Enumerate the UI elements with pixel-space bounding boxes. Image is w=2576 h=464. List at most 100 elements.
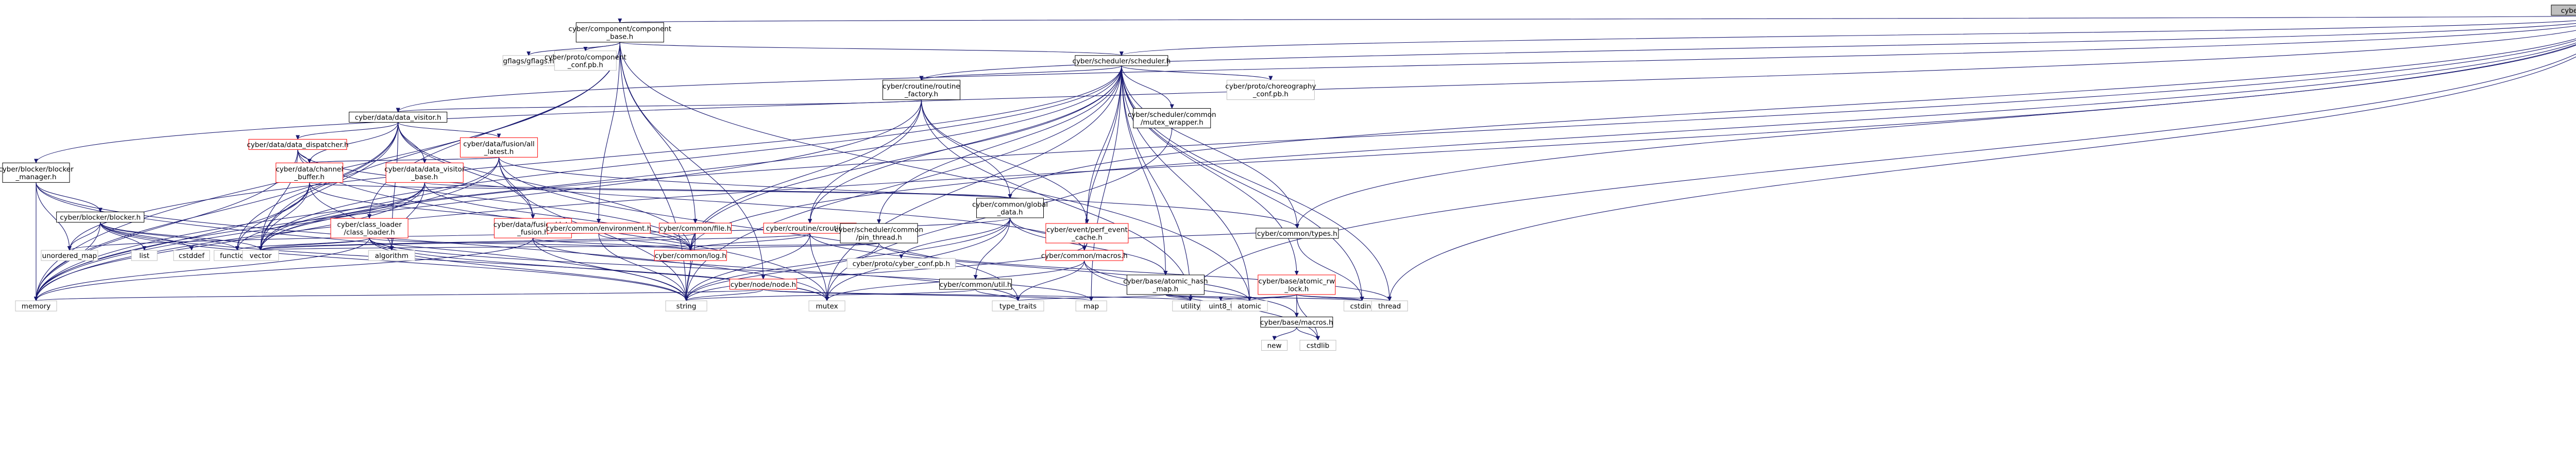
node-cstddef[interactable]: cstddef xyxy=(173,250,210,261)
edge-node-to-map xyxy=(762,289,1091,301)
edge-component_base-to-comp_conf_pb xyxy=(585,42,620,51)
node-box xyxy=(1371,300,1408,312)
node-common_file[interactable]: cyber/common/file.h xyxy=(659,222,732,234)
node-atomic[interactable]: atomic xyxy=(1231,300,1268,312)
node-component[interactable]: cyber/component/component.h xyxy=(2551,5,2576,16)
node-node[interactable]: cyber/node/node.h xyxy=(729,279,797,290)
node-atomic_hash_map[interactable]: cyber/base/atomic_hash_map.h xyxy=(1123,274,1208,295)
node-label: new xyxy=(1267,341,1282,350)
edge-blocker_manager-to-blocker xyxy=(36,182,100,212)
node-atomic_rw_lock[interactable]: cyber/base/atomic_rw_lock.h xyxy=(1258,274,1336,295)
node-type_traits[interactable]: type_traits xyxy=(992,300,1044,312)
node-thread[interactable]: thread xyxy=(1371,300,1408,312)
edge-component-to-global_data xyxy=(1010,38,2576,198)
node-component_base[interactable]: cyber/component/component_base.h xyxy=(568,22,671,43)
node-vector[interactable]: vector xyxy=(242,250,279,261)
node-label: cstdint xyxy=(1350,302,1374,311)
node-mutex_wrapper[interactable]: cyber/scheduler/common/mutex_wrapper.h xyxy=(1128,108,1216,128)
node-box xyxy=(840,223,918,244)
node-box xyxy=(56,212,145,223)
node-new[interactable]: new xyxy=(1261,339,1288,351)
edge-data_visitor_base-to-algorithm xyxy=(392,182,425,250)
node-pin_thread[interactable]: cyber/scheduler/common/pin_thread.h xyxy=(835,223,923,244)
node-data_visitor[interactable]: cyber/data/data_visitor.h xyxy=(349,112,448,123)
node-box xyxy=(349,112,448,123)
node-label: cyber/component/component.h xyxy=(2561,7,2576,15)
node-blocker_manager[interactable]: cyber/blocker/blocker_manager.h xyxy=(0,162,74,183)
node-label: cyber/proto/component xyxy=(545,53,626,61)
edge-component-to-memory xyxy=(36,44,2576,301)
node-label: cyber/proto/cyber_conf.pb.h xyxy=(853,260,950,268)
node-channel_buffer[interactable]: cyber/data/channel_buffer.h xyxy=(276,162,344,183)
node-box xyxy=(659,222,732,234)
node-string[interactable]: string xyxy=(665,300,707,312)
edge-croutine-to-atomic xyxy=(809,233,1249,301)
node-scheduler[interactable]: cyber/scheduler/scheduler.h xyxy=(1073,55,1171,66)
node-common_types[interactable]: cyber/common/types.h xyxy=(1256,228,1339,239)
node-cstdlib[interactable]: cstdlib xyxy=(1299,339,1336,351)
node-global_data[interactable]: cyber/common/global_data.h xyxy=(972,198,1048,218)
node-label: memory xyxy=(22,302,50,311)
node-class_loader[interactable]: cyber/class_loader/class_loader.h xyxy=(330,218,409,238)
edge-routine_factory-to-croutine xyxy=(810,99,922,224)
node-unordered_map[interactable]: unordered_map xyxy=(41,250,98,261)
edge-common_macros-to-type_traits xyxy=(1018,261,1085,301)
node-perf_event[interactable]: cyber/event/perf_event_cache.h xyxy=(1045,223,1129,244)
edge-component_base-to-atomic xyxy=(619,42,1249,301)
edge-component-to-routine_factory xyxy=(921,23,2576,80)
node-common_log[interactable]: cyber/common/log.h xyxy=(654,250,727,261)
node-box xyxy=(173,250,210,261)
node-label: cyber/croutine/routine xyxy=(883,82,960,91)
node-map[interactable]: map xyxy=(1075,300,1107,312)
node-label: cyber/base/atomic_rw xyxy=(1259,277,1335,285)
node-label: cyber/scheduler/scheduler.h xyxy=(1073,57,1171,65)
node-label: _factory.h xyxy=(904,90,938,98)
node-common_util[interactable]: cyber/common/util.h xyxy=(939,279,1012,290)
node-croutine[interactable]: cyber/croutine/croutine.h xyxy=(763,222,857,234)
node-base_macros[interactable]: cyber/base/macros.h xyxy=(1260,316,1333,328)
node-all_latest[interactable]: cyber/data/fusion/all_latest.h xyxy=(460,137,538,158)
edge-channel_buffer-to-global_data xyxy=(309,182,1010,198)
node-label: cyber/scheduler/common xyxy=(1128,111,1216,119)
edge-data_visitor_base-to-global_data xyxy=(424,182,1010,198)
node-comp_conf_pb[interactable]: cyber/proto/component_conf.pb.h xyxy=(545,50,626,71)
node-data_visitor_base[interactable]: cyber/data/data_visitor_base.h xyxy=(384,162,465,183)
node-label: cyber/common/log.h xyxy=(655,252,726,260)
node-list[interactable]: list xyxy=(131,250,158,261)
edge-pin_thread-to-vector xyxy=(261,243,879,250)
node-label: _cache.h xyxy=(1071,233,1103,242)
node-label: _base.h xyxy=(411,173,438,181)
node-label: _map.h xyxy=(1153,285,1179,293)
node-label: cyber/data/fusion/all xyxy=(463,140,535,148)
edge-pin_thread-to-thread xyxy=(878,243,1389,301)
edge-component_base-to-scheduler xyxy=(619,42,1122,56)
node-mutex[interactable]: mutex xyxy=(808,300,845,312)
node-uint8_t[interactable]: uint8_t xyxy=(1200,300,1242,312)
node-environment[interactable]: cyber/common/environment.h xyxy=(546,222,652,234)
node-data_dispatcher[interactable]: cyber/data/data_dispatcher.h xyxy=(247,139,349,150)
edge-data_dispatcher-to-common_macros xyxy=(297,149,1084,250)
node-memory[interactable]: memory xyxy=(15,300,57,312)
node-label: type_traits xyxy=(999,302,1037,311)
edge-channel_buffer-to-vector xyxy=(261,182,310,250)
edge-component_base-to-node xyxy=(619,42,763,279)
edge-data_visitor-to-memory xyxy=(36,122,399,301)
node-common_macros[interactable]: cyber/common/macros.h xyxy=(1041,250,1128,261)
edge-croutine-to-vector xyxy=(261,233,810,250)
node-cyber_conf_pb[interactable]: cyber/proto/cyber_conf.pb.h xyxy=(846,258,956,269)
node-cstdint[interactable]: cstdint xyxy=(1344,300,1381,312)
node-routine_factory[interactable]: cyber/croutine/routine_factory.h xyxy=(882,80,960,100)
edge-blocker-to-mutex xyxy=(100,222,827,301)
node-box xyxy=(1045,250,1124,261)
node-label: algorithm xyxy=(375,252,409,260)
node-choreo_pb[interactable]: cyber/proto/choreography_conf.pb.h xyxy=(1225,80,1316,100)
edge-scheduler-to-atomic xyxy=(1121,65,1249,301)
node-algorithm[interactable]: algorithm xyxy=(368,250,415,261)
node-box xyxy=(554,50,617,71)
edge-data_visitor-to-data_visitor_base xyxy=(398,122,425,163)
edge-scheduler-to-thread xyxy=(1121,65,1389,301)
node-label: cyber/common/types.h xyxy=(1257,230,1337,238)
node-gflags[interactable]: gflags/gflags.h xyxy=(502,55,555,66)
node-blocker[interactable]: cyber/blocker/blocker.h xyxy=(56,212,145,223)
node-utility[interactable]: utility xyxy=(1172,300,1209,312)
